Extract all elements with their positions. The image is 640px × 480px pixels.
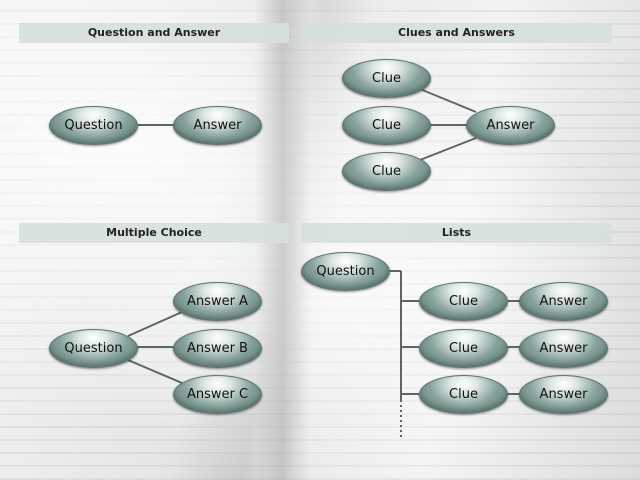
mc-answer-b-node: Answer B (173, 329, 262, 368)
list-answer-node-2: Answer (519, 329, 608, 368)
panel-title-clues-answers: Clues and Answers (301, 23, 612, 43)
clue-node-3: Clue (342, 152, 431, 191)
panel-title-question-answer: Question and Answer (19, 23, 289, 43)
qa-question-node: Question (49, 106, 138, 145)
choice-link-c (127, 359, 183, 384)
clue-node-2: Clue (342, 106, 431, 145)
mc-question-node: Question (49, 329, 138, 368)
list-clue-node-3: Clue (419, 375, 508, 414)
panel-title-lists: Lists (301, 223, 612, 243)
clues-answer-node: Answer (466, 106, 555, 145)
list-answer-node-1: Answer (519, 282, 608, 321)
list-answer-node-3: Answer (519, 375, 608, 414)
list-clue-node-1: Clue (419, 282, 508, 321)
panel-title-multiple-choice: Multiple Choice (19, 223, 289, 243)
list-question-node: Question (301, 252, 390, 291)
clue-node-1: Clue (342, 59, 431, 98)
qa-answer-node: Answer (173, 106, 262, 145)
choice-link-a (127, 311, 183, 337)
list-clue-node-2: Clue (419, 329, 508, 368)
mc-answer-c-node: Answer C (173, 375, 262, 414)
clue-link-3 (419, 137, 477, 161)
clue-link-1 (419, 88, 477, 113)
mc-answer-a-node: Answer A (173, 282, 262, 321)
